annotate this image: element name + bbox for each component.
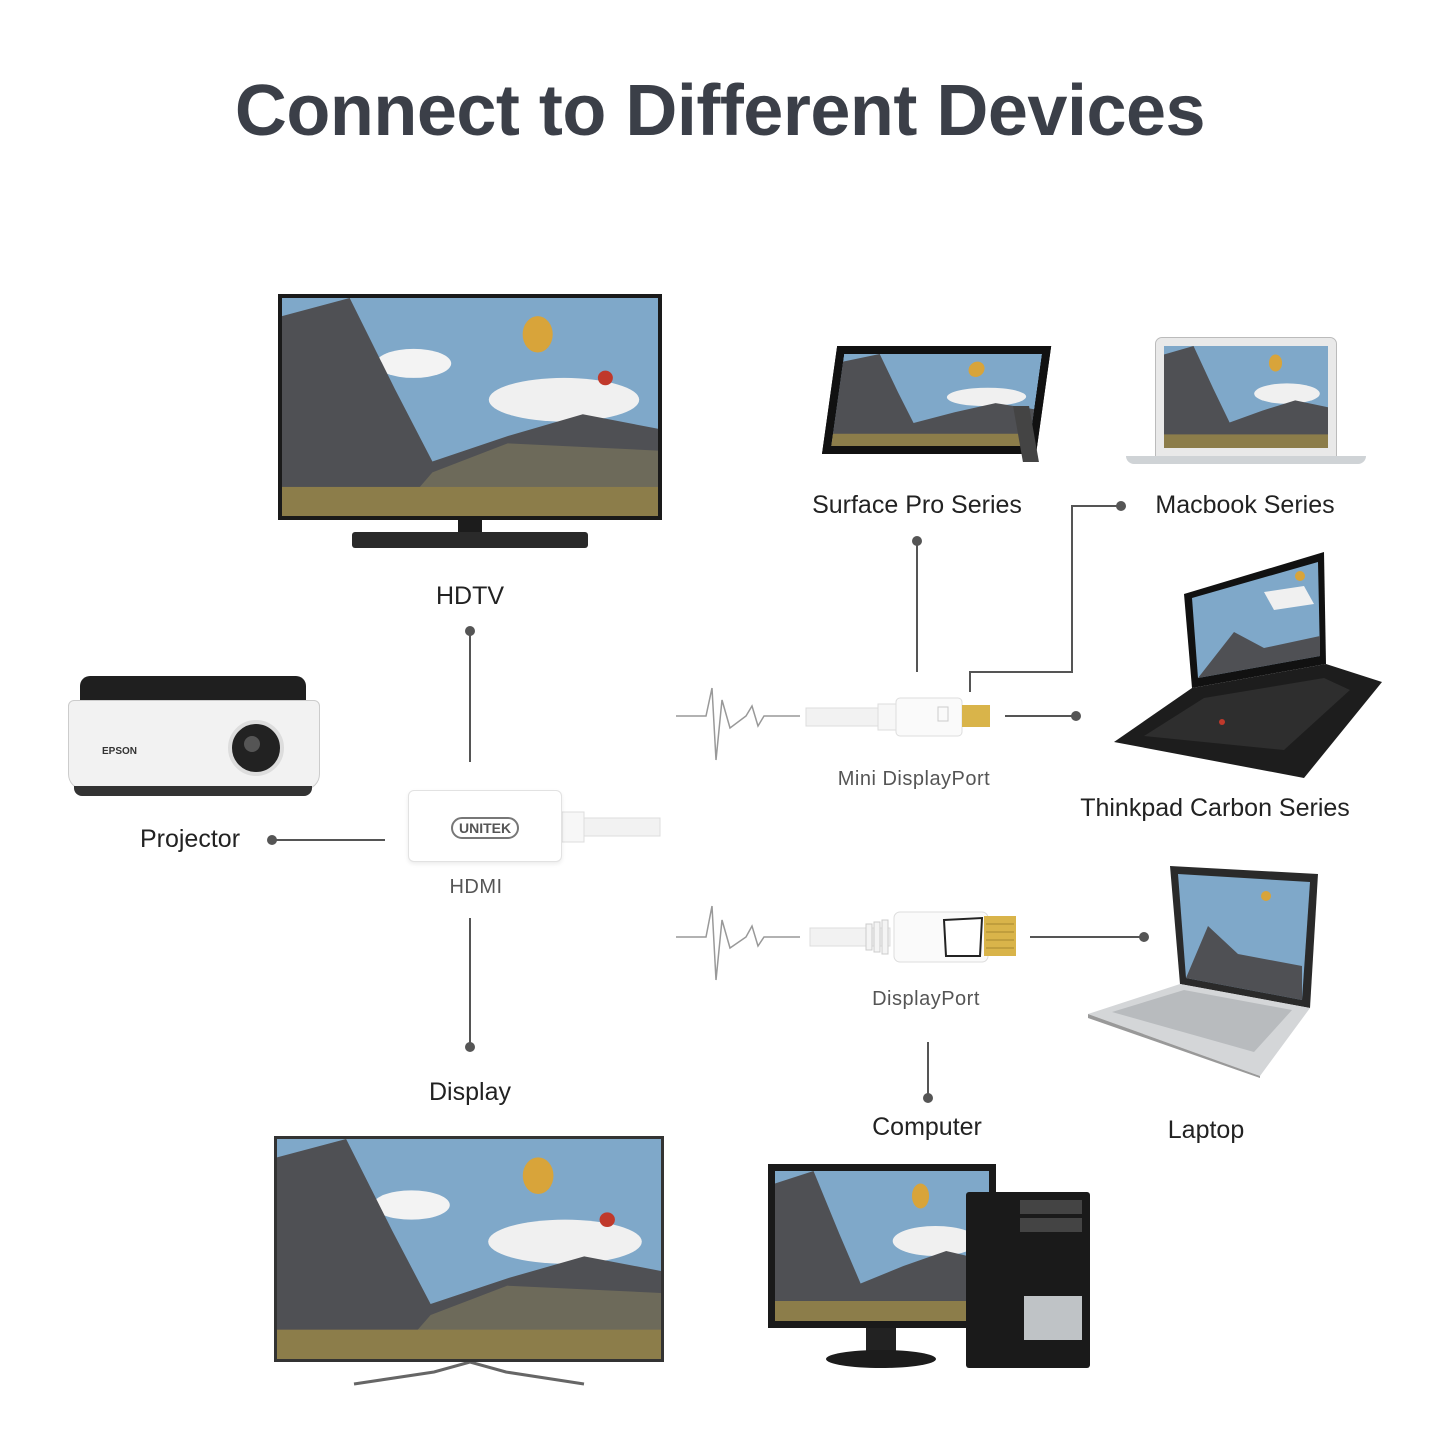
thinkpad-body bbox=[1114, 552, 1382, 778]
display-dot bbox=[465, 1042, 475, 1052]
display-landscape-image bbox=[277, 1139, 661, 1359]
hdmi-strain-relief bbox=[561, 811, 585, 843]
display-device bbox=[274, 1136, 664, 1386]
computer-monitor-neck bbox=[866, 1328, 896, 1354]
computer-landscape-image bbox=[775, 1171, 989, 1321]
hdtv-dot bbox=[465, 626, 475, 636]
display-stand bbox=[353, 1362, 585, 1386]
laptop-body bbox=[1088, 866, 1318, 1078]
projector-label: Projector bbox=[139, 825, 241, 853]
projector-body bbox=[68, 700, 320, 790]
hdtv-screen bbox=[278, 294, 662, 520]
mini-dp-signal-wave bbox=[676, 687, 800, 761]
macbook-base bbox=[1126, 456, 1366, 464]
tower-drive-bay-2 bbox=[1020, 1218, 1082, 1232]
hdtv-device bbox=[278, 294, 662, 554]
display-label: Display bbox=[429, 1078, 511, 1106]
tower-front-panel bbox=[1024, 1296, 1082, 1340]
surface-device bbox=[822, 346, 1052, 466]
computer-device bbox=[768, 1164, 1092, 1372]
hdtv-landscape-image bbox=[282, 298, 658, 516]
dp-plug-tip bbox=[984, 916, 1016, 956]
page-title: Connect to Different Devices bbox=[234, 71, 1206, 151]
macbook-label: Macbook Series bbox=[1155, 491, 1335, 519]
projector-base bbox=[74, 786, 312, 796]
dp-plug-latch bbox=[942, 916, 984, 957]
macbook-dot bbox=[1116, 501, 1126, 511]
mini-dp-plug-logo bbox=[937, 706, 949, 722]
hdtv-stand bbox=[352, 532, 588, 548]
laptop-device bbox=[1088, 866, 1320, 1078]
tower-drive-bay-1 bbox=[1020, 1200, 1082, 1214]
displayport-label: DisplayPort bbox=[872, 988, 980, 1010]
macbook-device bbox=[1126, 337, 1366, 468]
surface-landscape-image bbox=[831, 354, 1043, 446]
computer-dot bbox=[923, 1093, 933, 1103]
mini-displayport-label: Mini DisplayPort bbox=[837, 768, 991, 790]
laptop-label: Laptop bbox=[1167, 1116, 1245, 1144]
projector-lens-glass bbox=[244, 736, 260, 752]
laptop-dot bbox=[1139, 932, 1149, 942]
computer-monitor-screen bbox=[768, 1164, 996, 1328]
macbook-screen bbox=[1155, 337, 1337, 457]
unitek-logo: UNITEK bbox=[451, 817, 520, 839]
macbook-connector-line bbox=[969, 505, 1120, 692]
display-screen bbox=[274, 1136, 664, 1362]
mini-dp-plug-body bbox=[895, 697, 963, 737]
dp-strain-relief bbox=[865, 919, 889, 955]
mini-dp-plug-tip bbox=[962, 705, 990, 727]
thinkpad-label: Thinkpad Carbon Series bbox=[1080, 794, 1350, 822]
surface-label: Surface Pro Series bbox=[812, 491, 1022, 519]
surface-screen bbox=[822, 346, 1052, 454]
hdmi-label: HDMI bbox=[449, 876, 503, 898]
computer-label: Computer bbox=[872, 1113, 982, 1141]
hdmi-adapter: UNITEK bbox=[408, 790, 562, 862]
dp-signal-wave bbox=[676, 905, 800, 981]
thinkpad-device bbox=[1114, 552, 1382, 778]
macbook-landscape-image bbox=[1164, 346, 1328, 448]
hdtv-label: HDTV bbox=[435, 582, 505, 610]
computer-monitor-base bbox=[826, 1350, 936, 1368]
epson-logo: EPSON bbox=[102, 746, 138, 757]
projector-dot bbox=[267, 835, 277, 845]
surface-dot bbox=[912, 536, 922, 546]
projector-device: EPSON bbox=[68, 676, 320, 798]
computer-tower bbox=[966, 1192, 1090, 1368]
projector-top bbox=[80, 676, 306, 702]
thinkpad-dot bbox=[1071, 711, 1081, 721]
